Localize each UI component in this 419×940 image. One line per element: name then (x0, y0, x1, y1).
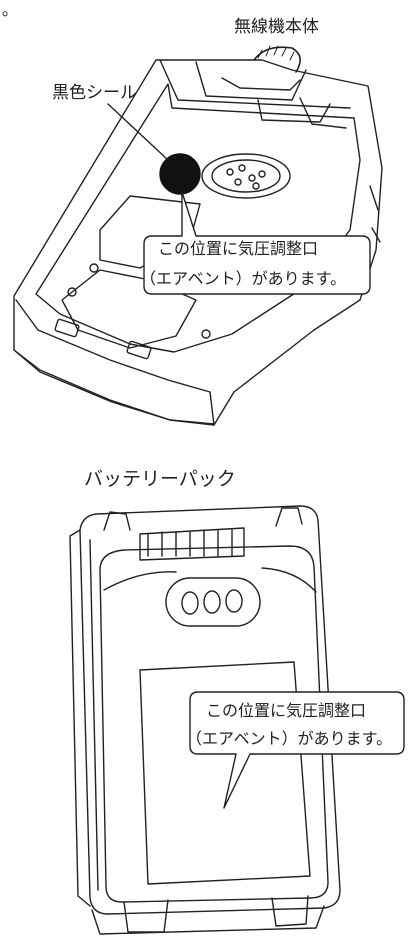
radio-title: 無線機本体 (234, 17, 319, 37)
battery-callout-bubble (189, 691, 405, 809)
radio-callout-line2: （エアベント）があります。 (140, 269, 347, 288)
knob (253, 46, 301, 73)
seal-label: 黒色シール (52, 83, 137, 103)
slot-right (126, 340, 152, 360)
vent-oval (165, 577, 261, 627)
radio-callout-bubble (143, 191, 371, 295)
vent-hole-1 (181, 591, 199, 615)
black-seal (159, 153, 201, 195)
contact-socket (201, 153, 291, 199)
battery-callout-line1: この位置に気圧調整口 (206, 701, 367, 720)
seal-leader (107, 103, 169, 161)
corner-mark: 。 (2, 0, 19, 19)
battery-callout-line2: （エアベント）があります。 (186, 729, 393, 748)
vent-hole-2 (203, 590, 221, 614)
battery-label-panel (139, 661, 311, 885)
latch-ribs (147, 529, 233, 557)
battery-title: バッテリーパック (84, 468, 236, 490)
battery-front-panel (99, 545, 329, 903)
radio-callout-line1: この位置に気圧調整口 (158, 239, 319, 258)
vent-hole-3 (225, 589, 243, 613)
slot-left (54, 318, 80, 338)
